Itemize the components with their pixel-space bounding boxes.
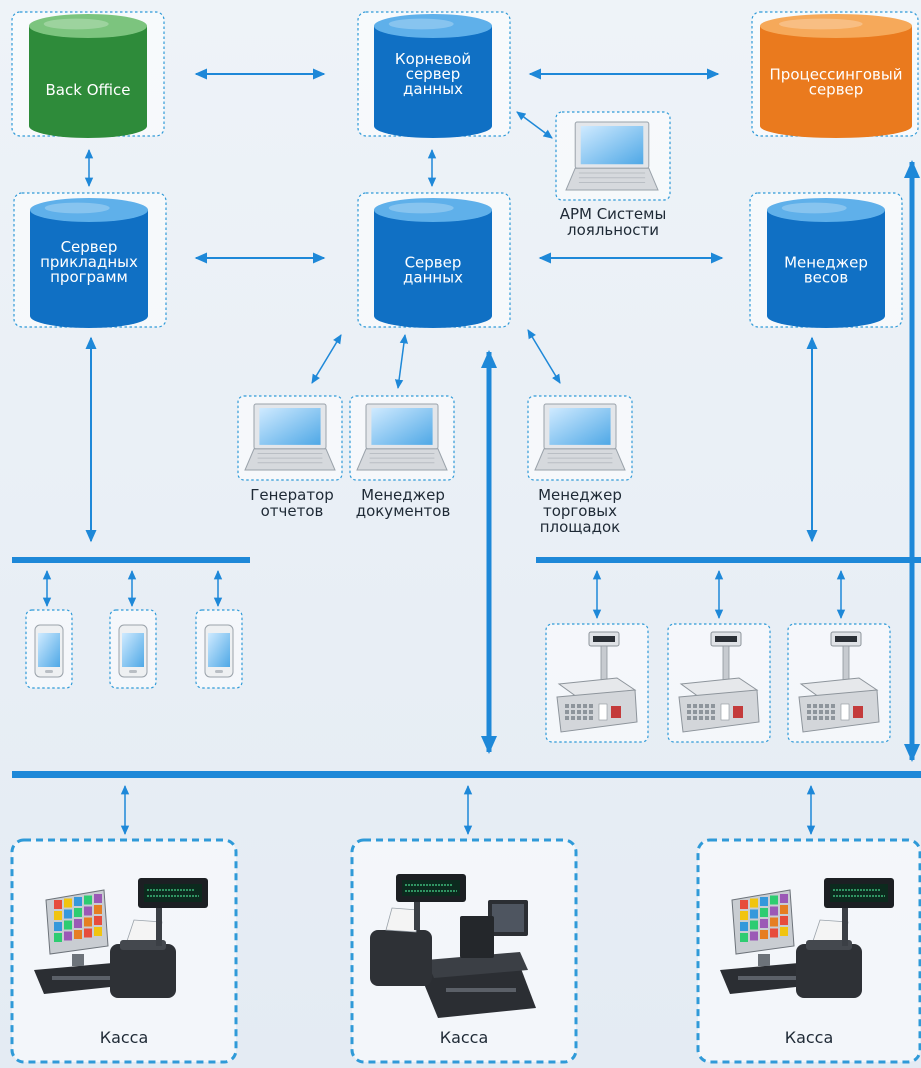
loyalty-workstation-label-line: АРМ Системы — [560, 205, 667, 223]
app-label-line: программ — [50, 268, 128, 286]
scales-mgr-label-line: весов — [804, 269, 848, 287]
reports-workstation-label-line: отчетов — [261, 502, 324, 520]
scales-mgr-label-line: Менеджер — [784, 254, 868, 272]
data-label-line: данных — [403, 269, 463, 287]
main-bus — [12, 771, 921, 778]
right-bus — [536, 557, 921, 563]
docs-laptop-icon — [356, 403, 448, 471]
app-label-line: прикладных — [40, 253, 138, 271]
trade-workstation-label-line: торговых — [543, 502, 617, 520]
data-database-icon — [374, 198, 492, 328]
left-bus — [12, 557, 250, 563]
app-label-line: Сервер — [61, 238, 118, 256]
root-label-line: Корневой — [395, 50, 471, 68]
loyalty-workstation-label-line: лояльности — [567, 221, 659, 239]
arrow-dataserver-docs — [394, 333, 409, 390]
weighing-scale-icon — [678, 631, 760, 733]
register-label: Касса — [440, 1028, 489, 1047]
mobile-device-icon — [118, 624, 148, 678]
processing-label-line: Процессинговый — [770, 66, 903, 84]
docs-workstation-label-line: Менеджер — [361, 486, 445, 504]
loyalty-laptop-icon — [565, 121, 659, 191]
register-label: Касса — [100, 1028, 149, 1047]
mobile-device-icon — [34, 624, 64, 678]
processing-label-line: сервер — [809, 81, 864, 99]
reports-laptop-icon — [244, 403, 336, 471]
back-office-label-line: Back Office — [46, 81, 131, 99]
trade-workstation-label-line: Менеджер — [538, 486, 622, 504]
scales-mgr-database-icon — [767, 198, 885, 328]
data-label-line: Сервер — [405, 254, 462, 272]
pos-register-icon — [34, 878, 208, 998]
weighing-scale-icon — [556, 631, 638, 733]
root-label-line: данных — [403, 80, 463, 98]
arrow-root-loyalty — [516, 111, 553, 139]
reports-workstation-label-line: Генератор — [250, 486, 334, 504]
app-database-icon — [30, 198, 148, 328]
processing-database-icon — [760, 14, 912, 138]
pos-register-icon — [370, 874, 536, 1018]
register-label: Касса — [785, 1028, 834, 1047]
docs-workstation-label-line: документов — [356, 502, 451, 520]
arrow-dataserver-reports — [311, 334, 342, 384]
root-database-icon — [374, 14, 492, 138]
pos-register-icon — [720, 878, 894, 998]
root-label-line: сервер — [406, 65, 461, 83]
back-office-database-icon — [29, 14, 147, 138]
trade-laptop-icon — [534, 403, 626, 471]
mobile-device-icon — [204, 624, 234, 678]
weighing-scale-icon — [798, 631, 880, 733]
arrow-dataserver-trade — [527, 329, 561, 384]
trade-workstation-label-line: площадок — [540, 518, 621, 536]
